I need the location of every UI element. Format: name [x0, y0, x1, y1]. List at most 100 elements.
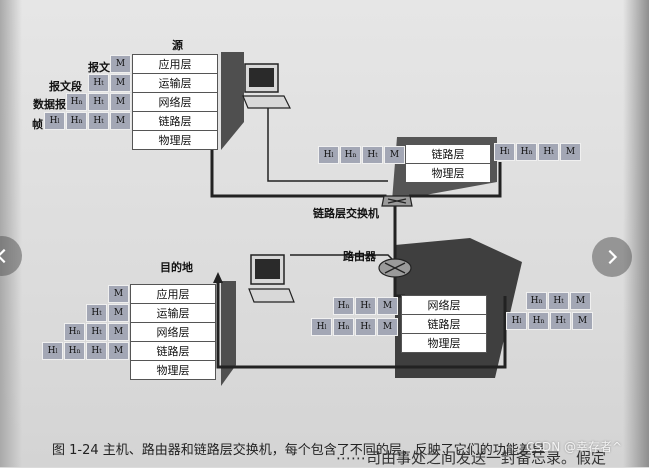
header-h: H	[533, 316, 541, 326]
router-label: 路由器	[343, 248, 376, 264]
header-m: M	[114, 289, 123, 299]
header-sub-t: t	[101, 80, 103, 87]
row-label-frame: 帧	[32, 116, 43, 132]
header-h: H	[531, 296, 539, 306]
router-in-transport-header: Ht	[355, 297, 376, 315]
chevron-right-icon	[603, 248, 621, 266]
chevron-left-icon	[0, 247, 11, 265]
header-h: H	[338, 301, 346, 311]
row-label-segment: 报文段	[49, 78, 82, 94]
router-out-message: M	[570, 292, 591, 310]
router-in-frame-message: M	[377, 318, 398, 336]
header-m: M	[566, 147, 575, 157]
switch-link-layer: 链路层	[405, 144, 491, 164]
header-h: H	[521, 147, 529, 157]
header-sub-l: l	[55, 348, 57, 355]
source-network-header: Hn	[66, 93, 87, 111]
header-sub-t: t	[99, 348, 101, 355]
thin-links	[268, 108, 393, 260]
source-segment-message: M	[110, 74, 131, 92]
header-h: H	[367, 150, 375, 160]
header-h: H	[543, 147, 551, 157]
destination-label: 目的地	[160, 259, 193, 275]
header-m: M	[383, 301, 392, 311]
destination-physical-layer: 物理层	[130, 360, 216, 380]
switch-in-link-header: Hl	[318, 146, 339, 164]
link-switch-label: 链路层交换机	[313, 205, 379, 221]
source-label: 源	[172, 37, 183, 53]
header-h: H	[338, 322, 346, 332]
header-sub-n: n	[345, 324, 349, 331]
router-physical-layer: 物理层	[401, 333, 487, 353]
destination-computer-icon	[249, 255, 294, 302]
switch-in-network-header: Hn	[340, 146, 361, 164]
header-sub-t: t	[99, 329, 101, 336]
header-sub-n: n	[76, 348, 80, 355]
header-sub-n: n	[540, 318, 544, 325]
header-m: M	[114, 327, 123, 337]
header-sub-t: t	[101, 118, 103, 125]
row-label-message: 报文	[88, 59, 110, 75]
switch-in-transport-header: Ht	[362, 146, 383, 164]
header-h: H	[360, 322, 368, 332]
header-h: H	[553, 296, 561, 306]
arrow-up	[213, 272, 223, 283]
destination-link-layer: 链路层	[130, 341, 216, 361]
source-host-shadow	[221, 52, 244, 150]
header-h: H	[555, 316, 563, 326]
header-sub-n: n	[78, 118, 82, 125]
header-h: H	[500, 147, 508, 157]
header-sub-n: n	[76, 329, 80, 336]
header-h: H	[93, 116, 101, 126]
header-h: H	[69, 327, 77, 337]
header-sub-l: l	[519, 318, 521, 325]
header-h: H	[93, 97, 101, 107]
source-computer-icon	[243, 64, 290, 108]
next-image-button[interactable]	[592, 237, 632, 277]
csdn-watermark: CSDN @幸存者^	[526, 438, 622, 455]
switch-out-message: M	[560, 143, 581, 161]
destination-host-shadow	[221, 281, 236, 386]
source-transport-layer: 运输层	[132, 73, 218, 93]
header-sub-t: t	[99, 310, 101, 317]
header-sub-t: t	[551, 149, 553, 156]
router-in-link-header: Hl	[311, 318, 332, 336]
destination-segment-message: M	[108, 304, 129, 322]
destination-network-layer: 网络层	[130, 322, 216, 342]
header-sub-n: n	[528, 149, 532, 156]
header-h: H	[48, 346, 56, 356]
header-m: M	[116, 59, 125, 69]
header-h: H	[69, 346, 77, 356]
header-m: M	[576, 296, 585, 306]
destination-message-block: M	[108, 285, 129, 303]
header-h: H	[91, 346, 99, 356]
source-frame-message: M	[110, 112, 131, 130]
source-message-block: M	[110, 55, 131, 73]
header-sub-t: t	[101, 99, 103, 106]
header-sub-n: n	[345, 303, 349, 310]
router-out-network-header: Hn	[526, 292, 547, 310]
header-m: M	[114, 346, 123, 356]
header-sub-t: t	[563, 318, 565, 325]
header-m: M	[383, 322, 392, 332]
header-h: H	[50, 116, 58, 126]
router-out-transport-header: Ht	[548, 292, 569, 310]
link-switch-icon	[382, 196, 412, 206]
header-sub-t: t	[368, 324, 370, 331]
